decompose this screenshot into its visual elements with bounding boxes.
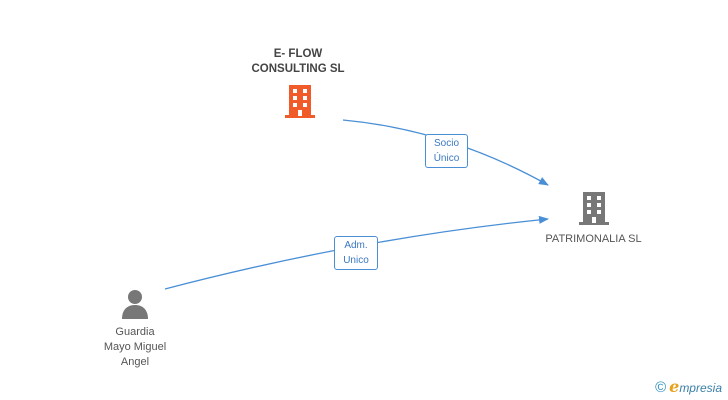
edge-label-adm-unico: Adm. Unico (334, 236, 378, 270)
node-eflow-consulting[interactable]: E- FLOW CONSULTING SL (238, 47, 358, 118)
brand-rest: mpresia (679, 381, 722, 395)
node-label: Guardia Mayo Miguel Angel (103, 326, 167, 368)
copyright-icon: © (655, 379, 667, 396)
node-label: PATRIMONALIA SL (545, 233, 642, 245)
brand-e: e (669, 377, 680, 396)
node-label: E- FLOW CONSULTING SL (251, 48, 345, 75)
building-icon (579, 192, 609, 225)
empresia-logo: ©empresia (655, 377, 722, 396)
building-icon (285, 85, 315, 118)
edge-label-socio-unico: Socio Único (425, 134, 468, 168)
person-icon (122, 290, 148, 319)
